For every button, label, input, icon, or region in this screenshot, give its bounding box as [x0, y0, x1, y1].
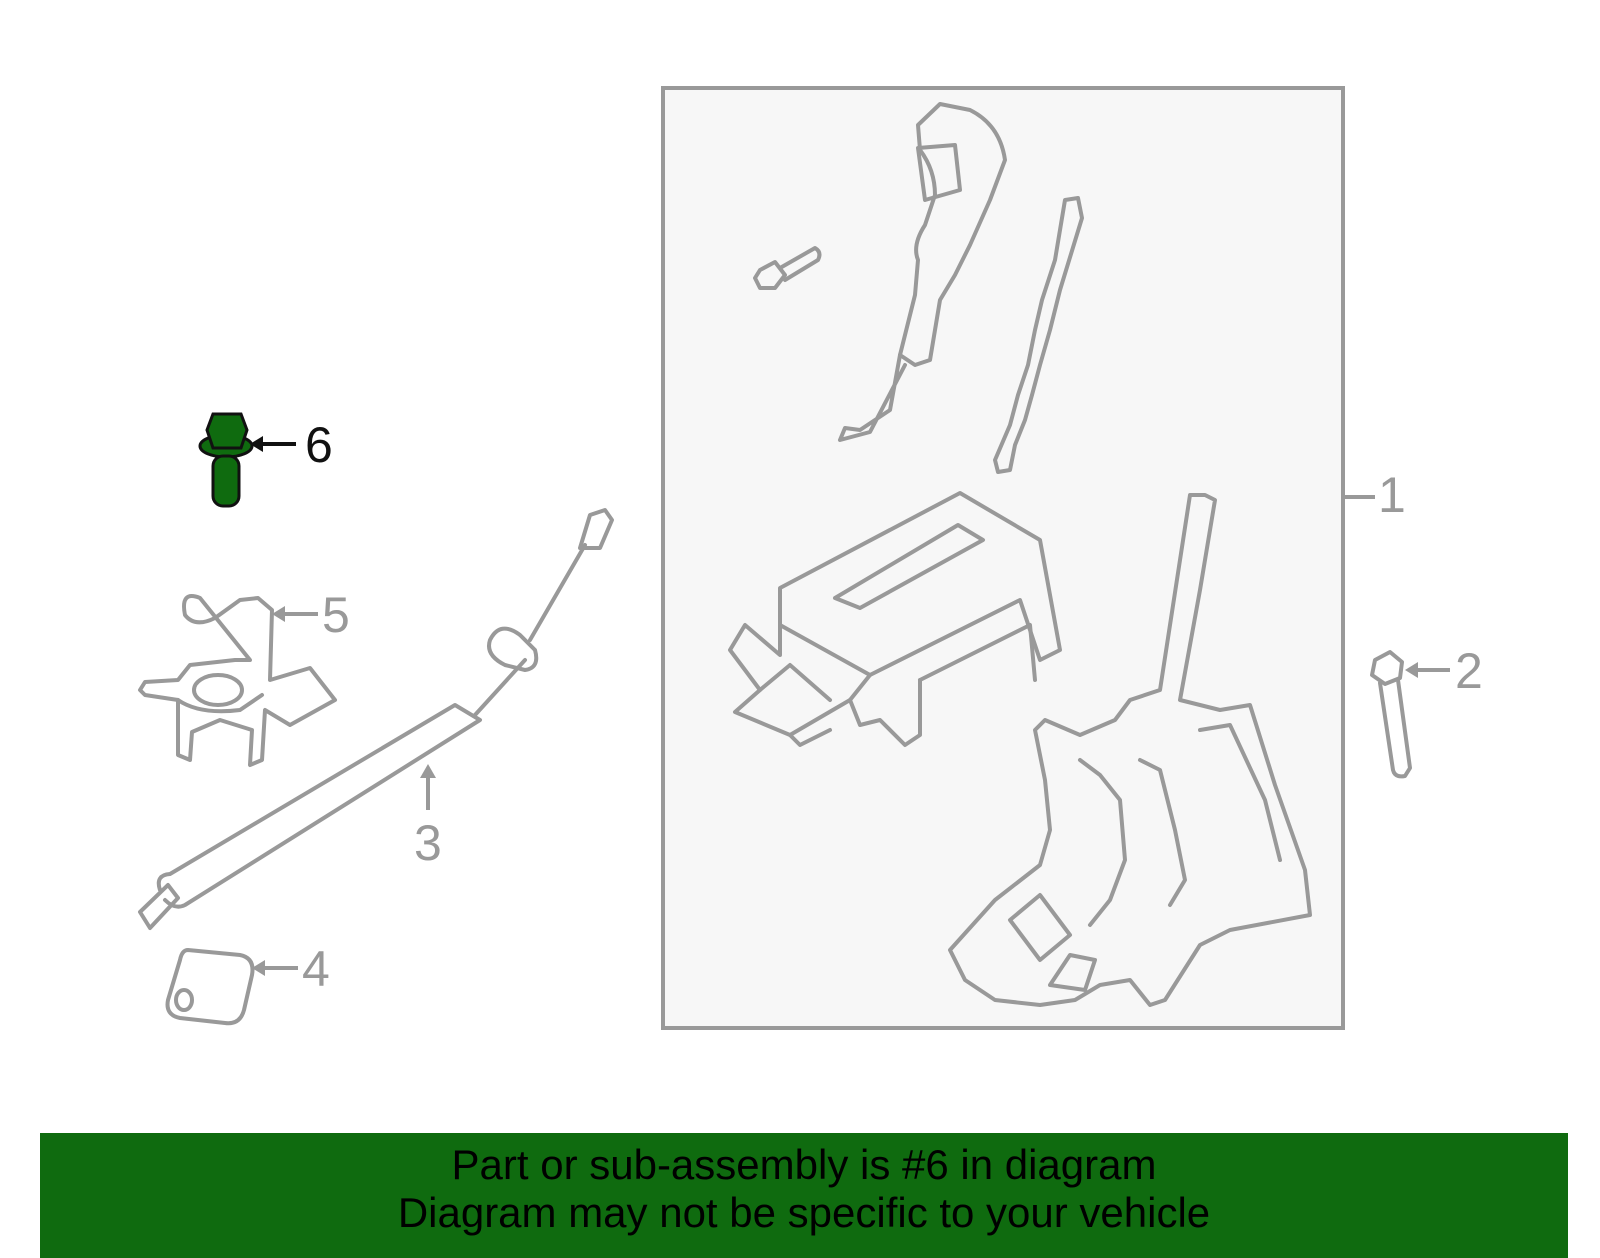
part-3-cable[interactable] [138, 508, 614, 930]
assembly-box [661, 86, 1345, 1030]
callout-6: 6 [305, 417, 333, 473]
footer-banner: Part or sub-assembly is #6 in diagram Di… [40, 1133, 1568, 1258]
part-6-bolt-highlighted[interactable] [198, 412, 254, 508]
footer-line-2: Diagram may not be specific to your vehi… [397, 1189, 1211, 1236]
part-2-bolt[interactable] [1370, 650, 1412, 779]
callout-4: 4 [302, 941, 330, 997]
callout-5: 5 [322, 587, 350, 643]
callout-2: 2 [1455, 643, 1483, 699]
arrowhead-3 [420, 764, 436, 778]
callout-3: 3 [414, 815, 442, 871]
part-5-bracket[interactable] [138, 594, 337, 767]
arrowhead-4 [252, 960, 265, 976]
callout-1: 1 [1378, 467, 1406, 523]
arrowhead-6 [250, 436, 263, 452]
arrowhead-2 [1405, 662, 1418, 678]
footer-line-1: Part or sub-assembly is #6 in diagram [451, 1141, 1157, 1188]
part-1-shifter-assembly[interactable] [728, 102, 1312, 1007]
part-4-cap[interactable] [165, 948, 255, 1026]
arrowhead-5 [272, 606, 285, 622]
